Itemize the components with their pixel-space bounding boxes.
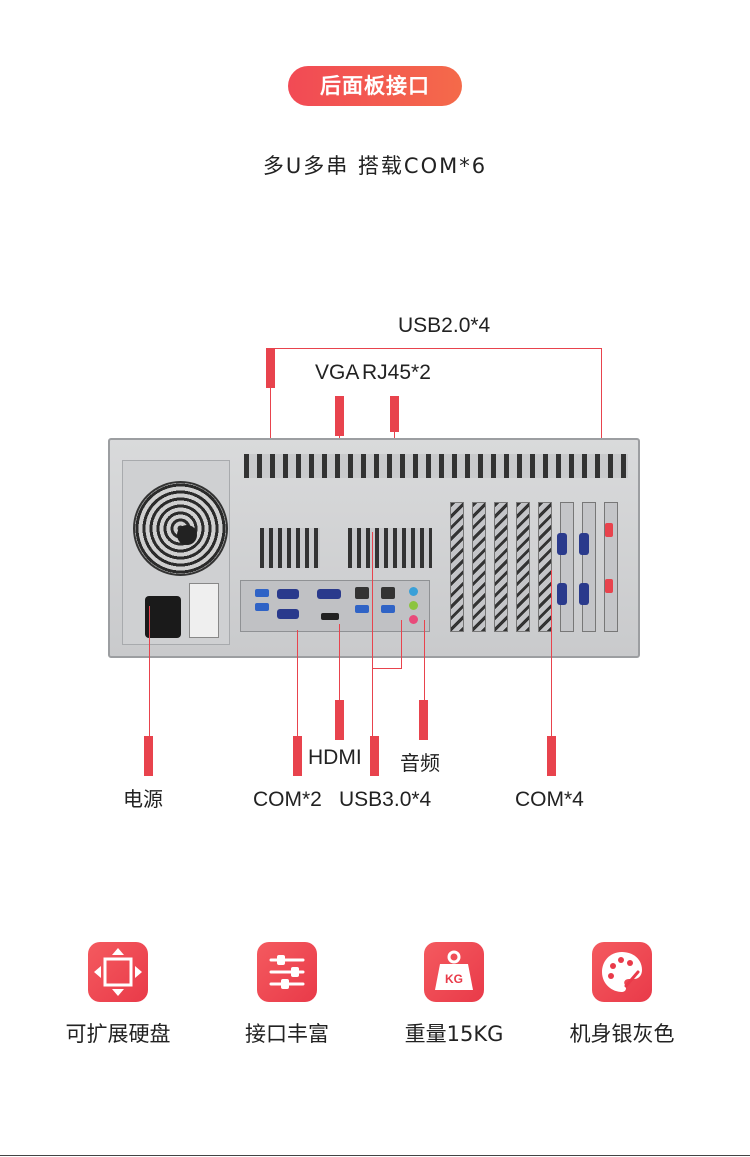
expansion-slot [472,502,486,632]
usb3-leader-right [401,620,402,668]
expansion-slot [450,502,464,632]
usb3-marker [370,736,379,776]
expansion-slot-com [557,502,574,632]
rj45-marker [390,396,399,432]
label-usb2: USB2.0*4 [398,314,491,337]
vga-marker [335,396,344,436]
expansion-slot-usb [604,502,618,632]
label-power: 电源 [123,787,163,811]
audio-marker [419,700,428,740]
usb3-port-icon [355,605,369,613]
vent-left [260,528,320,568]
label-vga: VGA [315,361,360,384]
power-leader [149,606,150,736]
label-com2: COM*2 [253,788,322,811]
rj45-port-icon [355,587,369,599]
fan-icon [133,481,228,576]
weight-icon: KG [424,942,484,1002]
com4-leader [551,570,552,736]
expand-icon [88,942,148,1002]
usb3-bracket [372,668,402,669]
power-socket-icon [145,596,181,638]
com4-marker [547,736,556,776]
expansion-slot-com [579,502,596,632]
com-port-icon [277,609,299,619]
psu-sticker [189,583,219,638]
palette-icon [592,942,652,1002]
audio-jack-icon [409,615,418,624]
label-rj45: RJ45*2 [362,361,431,384]
vga-port-icon [317,589,341,599]
expansion-slot [494,502,508,632]
usb2-marker-left [266,348,275,388]
com-port-icon [277,589,299,599]
audio-leader [424,620,425,700]
usb2-bracket [266,348,602,349]
feature-label-expand: 可扩展硬盘 [65,1022,171,1046]
hdmi-marker [335,700,344,740]
com2-leader [297,630,298,736]
usb3-leader [372,532,373,736]
usb3-port-icon [381,605,395,613]
usb2-port-icon [255,603,269,611]
power-marker [144,736,153,776]
section-badge: 后面板接口 [288,66,462,106]
label-hdmi: HDMI [308,746,362,769]
com2-marker [293,736,302,776]
expansion-slot [516,502,530,632]
io-panel [240,580,430,632]
expansion-slot [538,502,552,632]
rj45-port-icon [381,587,395,599]
weight-badge-text: KG [445,972,463,986]
bottom-divider [0,1155,750,1156]
audio-jack-icon [409,601,418,610]
top-vent [244,454,628,478]
section-subtitle: 多U多串 搭载COM*6 [262,154,488,178]
chassis-rear-panel [108,438,640,658]
feature-label-color: 机身银灰色 [569,1022,675,1046]
hdmi-leader [339,624,340,700]
usb2-port-icon [255,589,269,597]
feature-label-interfaces: 接口丰富 [245,1022,329,1046]
feature-label-weight: 重量15KG [404,1022,504,1046]
audio-jack-icon [409,587,418,596]
vent-right [348,528,432,568]
power-supply [122,460,230,645]
label-usb3: USB3.0*4 [339,788,432,811]
hdmi-port-icon [321,613,339,620]
sliders-icon [257,942,317,1002]
label-com4: COM*4 [515,788,584,811]
label-audio: 音频 [400,751,440,775]
